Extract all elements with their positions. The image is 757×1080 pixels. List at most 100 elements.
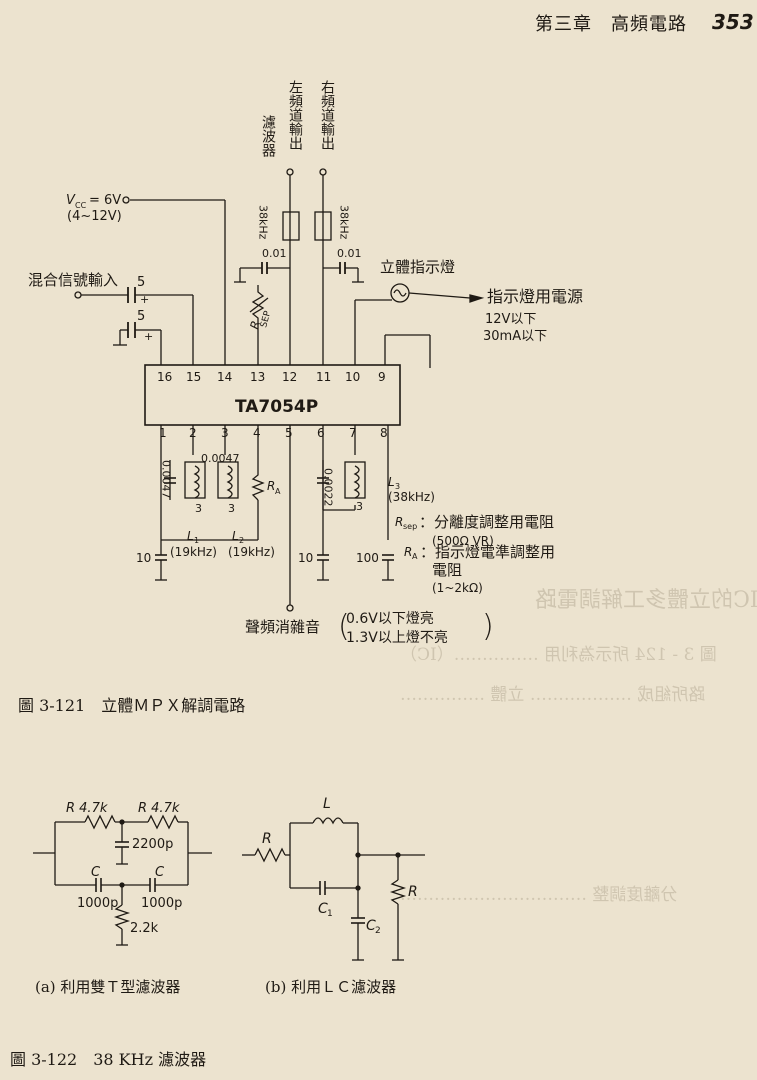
l2-label: L bbox=[232, 529, 239, 543]
legend-ra-desc: ：指示燈電準調整用 bbox=[420, 543, 555, 561]
cap-001-right: 0.01 bbox=[337, 247, 362, 260]
lc-filter bbox=[242, 817, 425, 961]
twin-t-r22: 2.2k bbox=[130, 921, 159, 936]
pin-10: 10 bbox=[345, 370, 360, 384]
vcc-value: = 6V bbox=[89, 193, 121, 208]
l1-freq: (19kHz) bbox=[170, 545, 217, 559]
cap-10-a: 10 bbox=[136, 551, 151, 565]
lc-c2-subscript: 2 bbox=[375, 926, 381, 936]
vcc-range: (4~12V) bbox=[67, 209, 122, 224]
pin-6: 6 bbox=[317, 426, 325, 440]
legend-ra-subscript: A bbox=[412, 552, 418, 561]
subcaption-b: (b) 利用ＬＣ濾波器 bbox=[265, 978, 397, 996]
vcc-symbol: V bbox=[66, 193, 76, 208]
ra-label: R bbox=[267, 479, 275, 493]
twin-t-r1: R 4.7k bbox=[66, 801, 108, 816]
legend-rsep-symbol: R bbox=[395, 515, 403, 529]
ic-body bbox=[144, 364, 401, 426]
lc-r1: R bbox=[262, 831, 272, 847]
cap-10-b: 10 bbox=[298, 551, 313, 565]
rsep-pot-label: R bbox=[247, 319, 263, 331]
cap-00022: 0.0022 bbox=[322, 468, 335, 507]
twin-t-c2-symbol: C bbox=[155, 865, 165, 880]
cap-00047-a: 0.0047 bbox=[160, 460, 173, 499]
pin-12: 12 bbox=[282, 370, 297, 384]
chapter-title: 第三章 高頻電路 bbox=[535, 14, 687, 35]
legend-rsep-value: (500Ω VR) bbox=[432, 534, 494, 548]
filter-freq-left: 38kHz bbox=[257, 205, 270, 240]
lamp-voltage: 12V以下 bbox=[485, 312, 536, 327]
pin-9: 9 bbox=[378, 370, 386, 384]
cap-00047-b: 0.0047 bbox=[201, 452, 240, 465]
cap-5a: 5 bbox=[137, 275, 145, 290]
l2-freq: (19kHz) bbox=[228, 545, 275, 559]
lamp-supply-label: 指示燈用電源 bbox=[487, 287, 583, 306]
legend-ra-desc2: 電阻 bbox=[432, 561, 462, 579]
stereo-lamp-label: 立體指示燈 bbox=[380, 258, 455, 276]
top-pin-wires bbox=[130, 175, 431, 368]
ic-name: TA7054P bbox=[235, 397, 318, 417]
l1-pin3: 3 bbox=[195, 502, 202, 515]
filter-38k-right bbox=[314, 211, 332, 241]
pin-13: 13 bbox=[250, 370, 265, 384]
cap-5b: 5 bbox=[137, 309, 145, 324]
ra-subscript: A bbox=[275, 487, 281, 496]
twin-t-c1-symbol: C bbox=[91, 865, 101, 880]
twin-t-c2-value: 1000p bbox=[141, 896, 182, 911]
pin-14: 14 bbox=[217, 370, 232, 384]
subcaption-a: (a) 利用雙Ｔ型濾波器 bbox=[35, 978, 181, 996]
l3-freq: (38kHz) bbox=[388, 490, 435, 504]
pin-1: 1 bbox=[159, 426, 167, 440]
legend-ra-value: (1~2kΩ) bbox=[432, 581, 483, 595]
l1-subscript: 1 bbox=[194, 536, 199, 545]
left-output-label: 左頻道輸出 bbox=[287, 80, 303, 150]
figure-caption-122: 圖 3-122 38 KHz 濾波器 bbox=[10, 1050, 207, 1069]
twin-t-c2200: 2200p bbox=[132, 837, 173, 852]
coil-l2 bbox=[217, 461, 239, 499]
coil-l1 bbox=[184, 461, 206, 499]
pin-15: 15 bbox=[186, 370, 201, 384]
svg-text:+: + bbox=[144, 330, 153, 343]
pin-8: 8 bbox=[380, 426, 388, 440]
lc-c1: C bbox=[318, 901, 328, 917]
l2-pin3: 3 bbox=[228, 502, 235, 515]
twin-t-c1-value: 1000p bbox=[77, 896, 118, 911]
rsep-pot-subscript: SEP bbox=[259, 309, 273, 328]
svg-text:): ) bbox=[482, 609, 494, 644]
twin-t-r2: R 4.7k bbox=[138, 801, 180, 816]
svg-text:(: ( bbox=[338, 609, 350, 644]
pin-5: 5 bbox=[285, 426, 293, 440]
pin-16: 16 bbox=[157, 370, 172, 384]
legend-ra-symbol: R bbox=[404, 545, 412, 559]
right-output-label: 右頻道輸出 bbox=[319, 80, 335, 150]
pin-11: 11 bbox=[316, 370, 331, 384]
bottom-pin-wires bbox=[160, 425, 389, 605]
page-number: 353 bbox=[712, 10, 754, 34]
ra-resistor bbox=[251, 470, 265, 501]
filter-label: 濾波器 bbox=[260, 115, 276, 157]
svg-text:+: + bbox=[140, 293, 149, 306]
figure-caption-121: 圖 3-121 立體ＭＰＸ解調電路 bbox=[18, 696, 246, 715]
l3-label: L bbox=[388, 475, 395, 489]
mix-input-label: 混合信號輸入 bbox=[28, 271, 118, 289]
mute-condition-a: 0.6V以下燈亮 bbox=[346, 610, 434, 627]
cap-100: 100 bbox=[356, 551, 379, 565]
l2-subscript: 2 bbox=[239, 536, 244, 545]
filter-38k-left bbox=[282, 211, 300, 241]
lc-l: L bbox=[323, 796, 331, 812]
cap-001-left: 0.01 bbox=[262, 247, 287, 260]
mute-label: 聲頻消雜音 bbox=[245, 618, 320, 636]
legend-rsep-desc: ：分離度調整用電阻 bbox=[419, 513, 554, 531]
pin-4: 4 bbox=[253, 426, 261, 440]
pin-7: 7 bbox=[349, 426, 357, 440]
l3-subscript: 3 bbox=[395, 482, 400, 491]
lc-r2: R bbox=[408, 884, 418, 900]
lc-c1-subscript: 1 bbox=[327, 909, 333, 919]
vcc-subscript: CC bbox=[75, 201, 87, 210]
l1-label: L bbox=[187, 529, 194, 543]
lc-c2: C bbox=[366, 918, 376, 934]
lamp-current: 30mA以下 bbox=[483, 329, 547, 344]
twin-t-filter bbox=[33, 814, 212, 946]
